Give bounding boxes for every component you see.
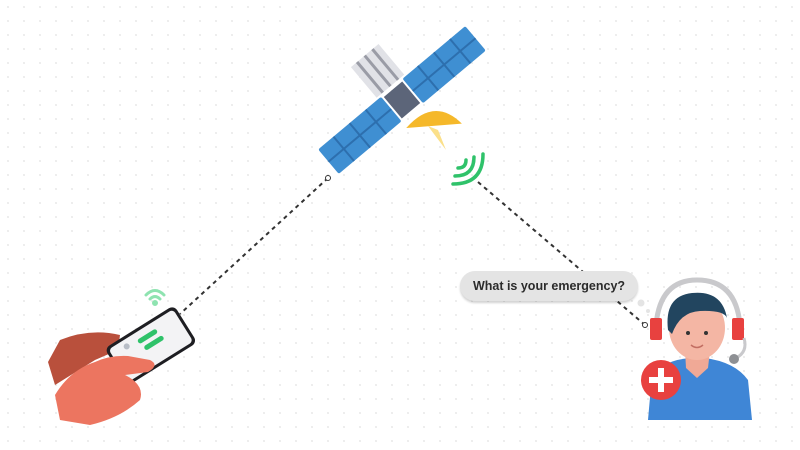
wifi-icon (144, 289, 166, 306)
dish-feed (428, 126, 446, 150)
operator-hair (667, 292, 727, 334)
operator-eye (686, 331, 690, 335)
headset-earcup-right (732, 318, 744, 340)
headset-earcup-left (650, 318, 662, 340)
operator-smile (690, 344, 704, 349)
link-endpoint (642, 322, 648, 328)
back-hand (48, 332, 120, 385)
headset-band (653, 277, 743, 326)
medical-cross-icon (641, 360, 681, 400)
headset-mic (729, 354, 739, 364)
satellite-icon (318, 26, 486, 174)
headset-mic-boom (735, 337, 747, 360)
satellite-operator-link (477, 181, 646, 326)
front-hand (55, 355, 155, 425)
speech-bubble: What is your emergency? (460, 271, 638, 301)
signal-waves-icon (451, 152, 485, 186)
link-endpoint (325, 175, 331, 181)
operator-eye (704, 331, 708, 335)
dish-icon (406, 111, 462, 128)
thought-dot (646, 309, 650, 313)
thought-dot (637, 299, 645, 307)
phone-satellite-link (179, 177, 329, 315)
